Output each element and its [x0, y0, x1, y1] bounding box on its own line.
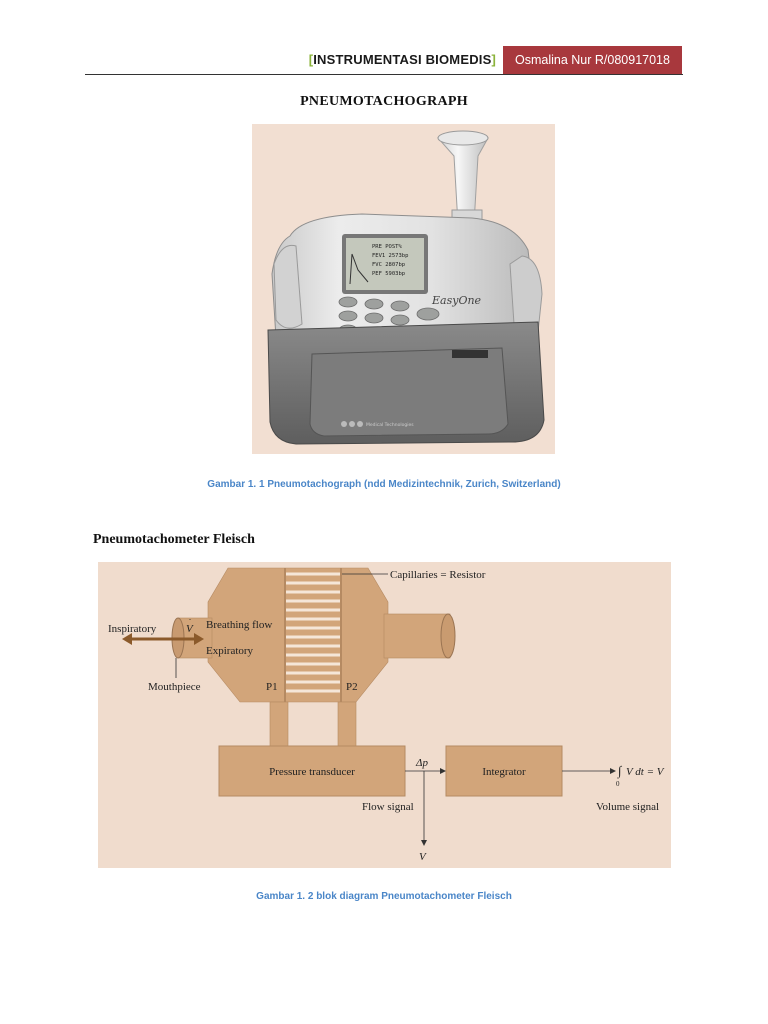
- device-maker: Medical Technologies: [366, 422, 414, 428]
- page-title: PNEUMOTACHOGRAPH: [300, 94, 468, 109]
- label-p1: P1: [266, 681, 278, 693]
- header-rule: [85, 74, 683, 75]
- course-name: INSTRUMENTASI BIOMEDIS: [313, 52, 492, 67]
- fleisch-block-diagram: Capillaries = Resistor Inspiratory V . B…: [98, 562, 671, 868]
- label-expiratory: Expiratory: [206, 645, 254, 657]
- label-vdot: V: [186, 623, 194, 635]
- label-volume-signal: Volume signal: [596, 801, 659, 813]
- outlet-end: [440, 613, 456, 659]
- screen-line-2: FEV1 2573bp: [372, 253, 408, 259]
- integral-sign: ∫: [617, 763, 623, 779]
- label-breathing-flow: Breathing flow: [206, 619, 272, 631]
- section-heading: Pneumotachometer Fleisch: [93, 532, 255, 547]
- label-integral-lower: 0: [616, 780, 620, 788]
- page-header: [INSTRUMENTASI BIOMEDIS] Osmalina Nur R/…: [0, 46, 768, 76]
- p2-leg: [337, 701, 357, 747]
- screen-line-4: PEF 5903bp: [372, 271, 405, 277]
- spirometer-illustration: PRE POST% FEV1 2573bp FVC 2807bp PEF 590…: [267, 130, 545, 445]
- figure-2-caption: Gambar 1. 2 blok diagram Pneumotachomete…: [256, 891, 512, 902]
- label-capillaries: Capillaries = Resistor: [390, 569, 486, 581]
- pressure-transducer-block: [218, 745, 406, 797]
- bracket-open: [: [308, 52, 314, 67]
- label-p2: P2: [346, 681, 358, 693]
- label-flow-signal: Flow signal: [362, 801, 414, 813]
- screen-line-1: PRE POST%: [372, 244, 402, 250]
- bracket-close: ]: [491, 52, 496, 67]
- label-flow-output: V: [419, 851, 427, 863]
- vdot-dot: .: [189, 613, 191, 622]
- p1-leg: [269, 701, 289, 747]
- figure-1-caption: Gambar 1. 1 Pneumotachograph (ndd Medizi…: [207, 479, 561, 490]
- label-inspiratory: Inspiratory: [108, 623, 157, 635]
- course-title: [INSTRUMENTASI BIOMEDIS]: [309, 52, 496, 67]
- author-badge: Osmalina Nur R/080917018: [503, 46, 682, 74]
- screen-line-3: FVC 2807bp: [372, 262, 405, 268]
- label-integrator: Integrator: [482, 766, 526, 778]
- label-integral: V dt = V: [626, 766, 665, 778]
- diagram-svg: Capillaries = Resistor Inspiratory V . B…: [108, 567, 665, 863]
- outlet-tube: [383, 613, 451, 659]
- label-pressure-transducer: Pressure transducer: [269, 766, 355, 778]
- label-mouthpiece: Mouthpiece: [148, 681, 201, 693]
- device-brand: EasyOne: [431, 294, 482, 307]
- integrator-block: [445, 745, 563, 797]
- pneumotachograph-photo: PRE POST% FEV1 2573bp FVC 2807bp PEF 590…: [252, 124, 555, 454]
- label-delta-p: Δp: [415, 757, 428, 769]
